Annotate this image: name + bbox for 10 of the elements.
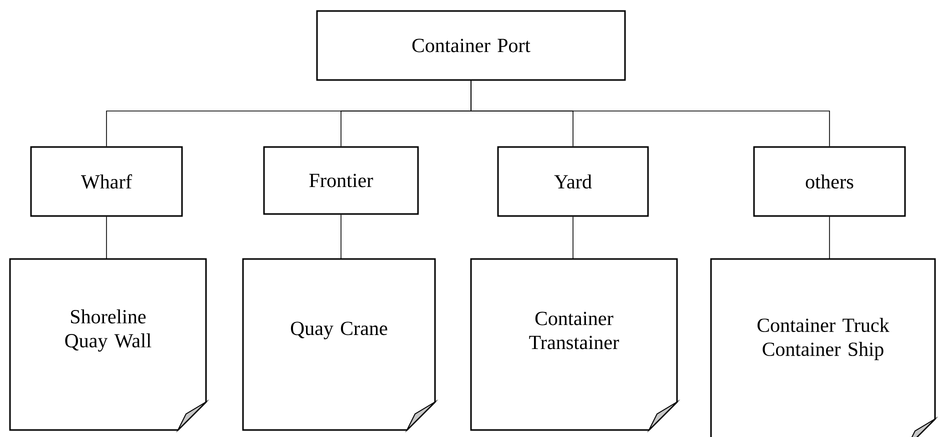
connector-line	[106, 216, 107, 260]
connector-line	[340, 214, 342, 260]
category-box: Yard	[497, 146, 649, 217]
category-box: Wharf	[30, 146, 183, 217]
connector-line	[572, 216, 574, 260]
connector-line	[829, 216, 830, 260]
category-box: others	[753, 146, 906, 217]
connector-line	[470, 80, 830, 147]
category-box: Container Port	[316, 10, 626, 81]
category-box: Frontier	[263, 146, 419, 215]
